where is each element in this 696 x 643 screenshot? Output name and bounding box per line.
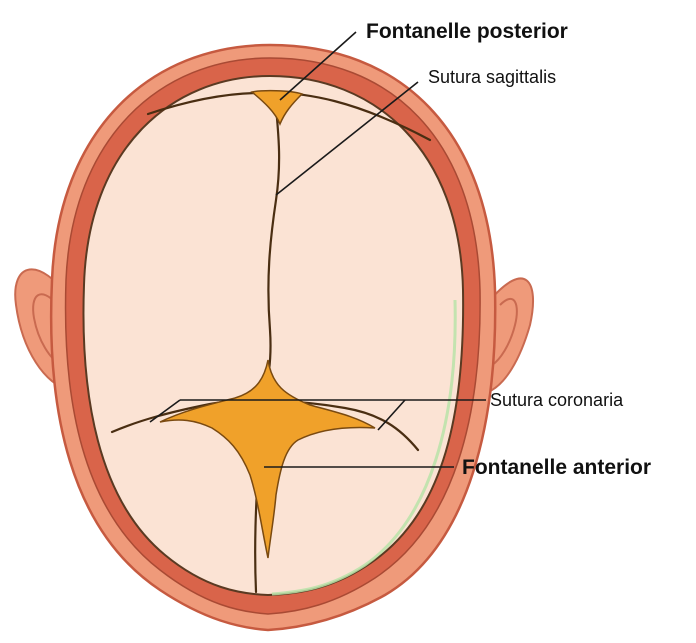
label-fontanelle-anterior: Fontanelle anterior [462, 456, 651, 479]
label-fontanelle-posterior: Fontanelle posterior [366, 20, 568, 43]
label-sutura-coronaria: Sutura coronaria [490, 390, 624, 410]
label-sutura-sagittalis: Sutura sagittalis [428, 67, 556, 87]
